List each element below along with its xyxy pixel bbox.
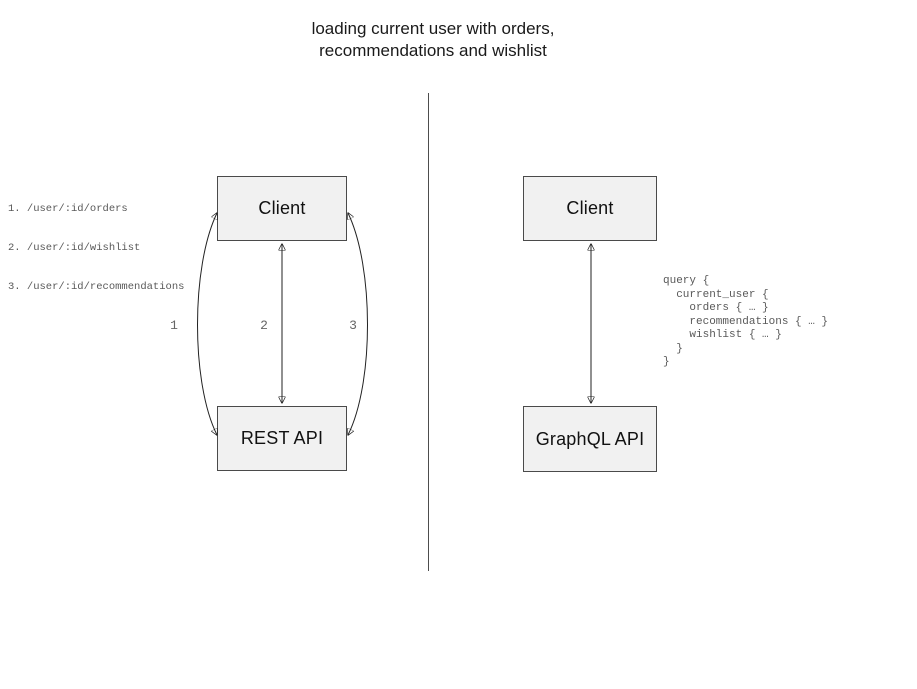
endpoint-item-orders: 1. /user/:id/orders <box>8 203 128 215</box>
rest-arrow-label-1: 1 <box>170 318 178 333</box>
rest-client-box: Client <box>217 176 347 241</box>
graphql-client-box-label: Client <box>566 198 614 218</box>
rest-endpoint-list: 1. /user/:id/orders 2. /user/:id/wishlis… <box>8 177 184 320</box>
graphql-api-box: GraphQL API <box>523 406 657 472</box>
page-title: loading current user with orders, recomm… <box>183 18 683 62</box>
graphql-query-code: query { current_user { orders { … } reco… <box>663 275 829 368</box>
title-line-1: loading current user with orders, <box>311 19 555 38</box>
endpoint-item-wishlist: 2. /user/:id/wishlist <box>8 242 141 254</box>
graphql-client-box: Client <box>523 176 657 241</box>
rest-client-box-label: Client <box>258 198 306 218</box>
endpoint-item-recommendations: 3. /user/:id/recommendations <box>8 281 185 293</box>
rest-api-box-label: REST API <box>240 428 324 448</box>
graphql-api-box-label: GraphQL API <box>535 428 645 449</box>
title-line-2: recommendations and wishlist <box>319 41 547 60</box>
rest-arrow-label-3: 3 <box>349 318 357 333</box>
rest-arrow-label-2: 2 <box>260 318 268 333</box>
divider-line <box>428 93 429 571</box>
rest-api-box: REST API <box>217 406 347 471</box>
rest-arrow-1-orders <box>197 213 218 435</box>
